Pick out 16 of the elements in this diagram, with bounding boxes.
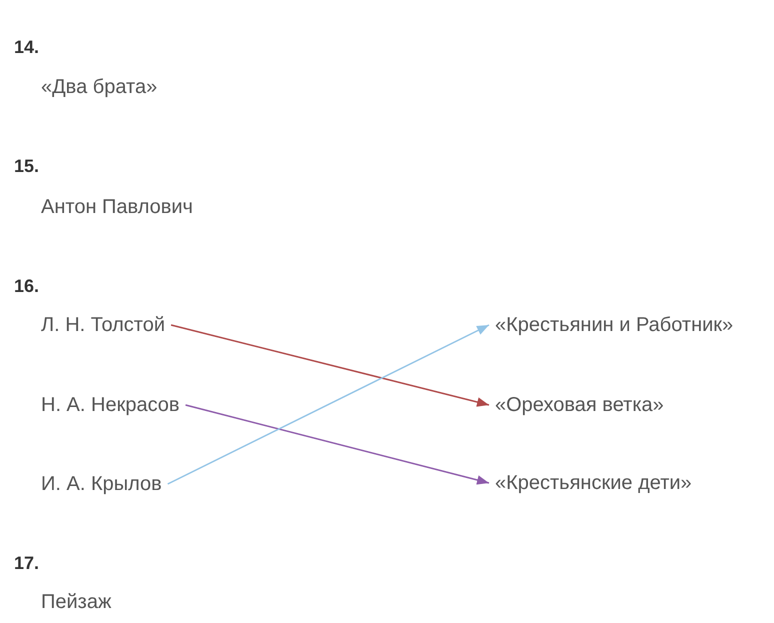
arrow xyxy=(170,324,490,407)
author-name: Н. А. Некрасов xyxy=(35,393,186,417)
arrow xyxy=(185,404,490,485)
question-number: 17. xyxy=(14,552,40,574)
answer-text: Антон Павлович xyxy=(41,195,193,219)
author-name: Л. Н. Толстой xyxy=(35,313,172,337)
work-title: «Ореховая ветка» xyxy=(489,393,670,417)
question-number: 14. xyxy=(14,36,40,58)
arrow xyxy=(167,324,490,485)
question-number: 16. xyxy=(14,275,40,297)
answer-text: «Два брата» xyxy=(41,75,158,99)
work-title: «Крестьянин и Работник» xyxy=(489,313,740,337)
work-title: «Крестьянские дети» xyxy=(489,471,698,495)
question-number: 15. xyxy=(14,155,40,177)
answer-text: Пейзаж xyxy=(41,590,112,614)
author-name: И. А. Крылов xyxy=(35,472,168,496)
